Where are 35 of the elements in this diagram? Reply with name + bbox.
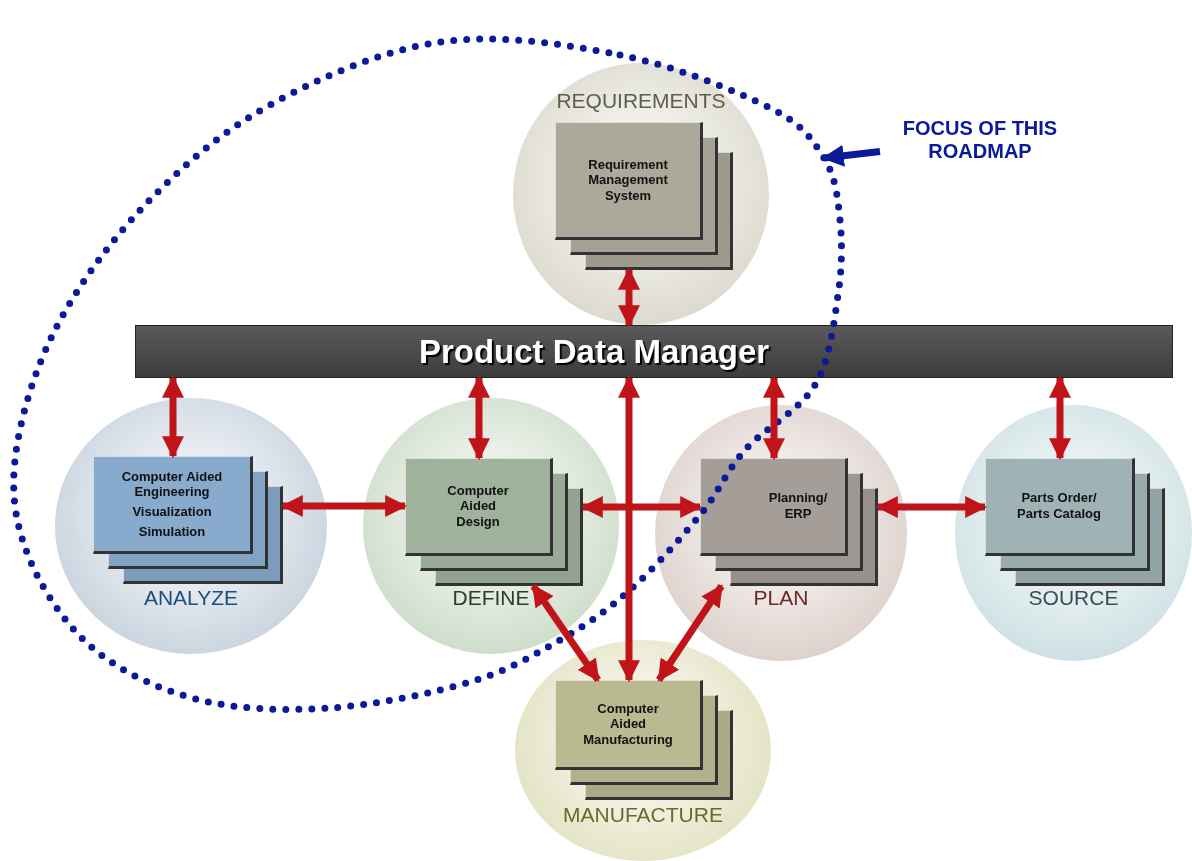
- system-label: Visualization: [132, 504, 212, 520]
- arrow: [1049, 375, 1071, 461]
- document-stack: [555, 680, 733, 800]
- arrow: [468, 375, 490, 461]
- document-stack: [93, 456, 283, 584]
- document-stack: [985, 458, 1165, 586]
- system-label: Computer Aided Engineering: [120, 468, 224, 500]
- system-label: Requirement Management System: [587, 156, 669, 204]
- arrow: [162, 375, 184, 459]
- arrow: [763, 375, 785, 461]
- callout-text: FOCUS OF THIS ROADMAP: [901, 117, 1059, 163]
- arrow: [618, 267, 640, 328]
- stage-label: DEFINE: [452, 586, 530, 610]
- stage-label: MANUFACTURE: [563, 803, 723, 827]
- system-label: Simulation: [138, 523, 206, 540]
- arrow: [280, 495, 408, 517]
- arrow: [580, 496, 703, 518]
- system-label: Planning/ ERP: [767, 490, 829, 522]
- stage-label: REQUIREMENTS: [556, 89, 726, 113]
- arrow: [821, 144, 881, 167]
- bar-title: Product Data Manager: [418, 332, 770, 371]
- data-manager-bar: [135, 325, 1173, 378]
- system-label: Parts Order/ Parts Catalog: [1016, 490, 1102, 522]
- document-stack: [555, 122, 733, 270]
- stage-label: SOURCE: [1028, 586, 1119, 610]
- arrow: [875, 496, 988, 518]
- stage-label: ANALYZE: [143, 586, 239, 610]
- arrow: [618, 375, 640, 683]
- document-stack: [405, 458, 583, 586]
- document-stack: [700, 458, 878, 586]
- arrow: [530, 584, 601, 682]
- system-label: Computer Aided Design: [446, 482, 510, 530]
- system-label: Computer Aided Manufacturing: [582, 700, 674, 748]
- stage-label: PLAN: [753, 586, 809, 610]
- arrow: [656, 584, 725, 682]
